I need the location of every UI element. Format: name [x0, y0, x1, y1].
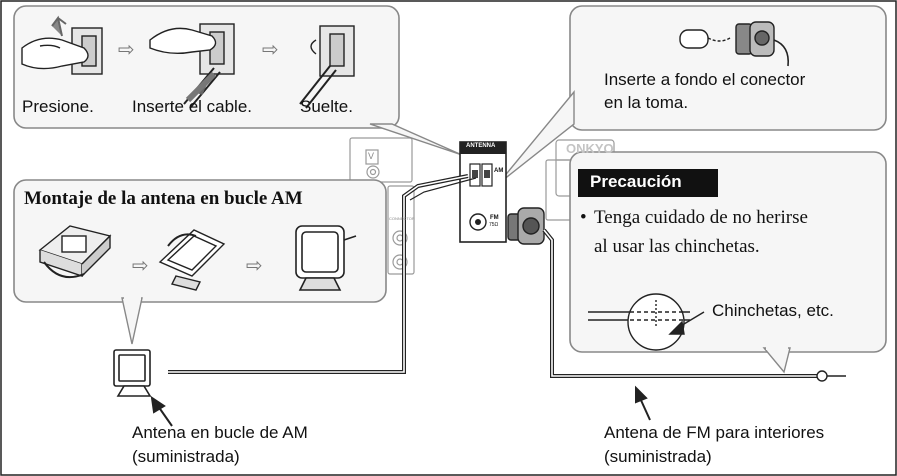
caution-bullet: •	[580, 207, 587, 228]
pushpin-callout: Chinchetas, etc.	[712, 301, 834, 320]
connector-pointer	[497, 90, 575, 185]
caption-arrows	[150, 385, 651, 427]
caution-header-bg	[578, 169, 718, 197]
step-arrow-icon: ⇨	[246, 255, 263, 277]
caution-text-line1: Tenga cuidado de no herirse	[594, 207, 808, 228]
side-label-v: V	[368, 151, 375, 161]
am-terminal-label: AM	[494, 168, 504, 174]
pushpin-illustration	[588, 293, 705, 351]
press-lever-illustration	[21, 15, 103, 75]
fm-plug-illustration	[679, 21, 790, 67]
connector-panel	[569, 5, 887, 131]
step-label-release: Suelte.	[300, 97, 353, 116]
fm-antenna-end	[816, 370, 828, 382]
am-assembled-illustration	[295, 225, 357, 291]
am-fold-illustration	[158, 229, 226, 291]
connector-instruction-line1: Inserte a fondo el conector	[604, 70, 806, 89]
fm-plug-connected	[507, 207, 545, 245]
am-caption-line1: Antena en bucle de AM	[132, 423, 308, 442]
am-assembly-title: Montaje de la antena en bucle AM	[24, 188, 303, 209]
fm-impedance-label: 75Ω	[489, 222, 499, 228]
step-label-insert: Inserte el cable.	[132, 97, 253, 116]
fm-terminal-label: FM	[490, 215, 499, 221]
side-label-connector: CONNECTOR	[389, 216, 415, 221]
insert-cable-illustration	[149, 23, 235, 109]
am-stand-illustration	[38, 225, 112, 278]
step-arrow-icon: ⇨	[132, 255, 149, 277]
am-loop-antenna-illustration	[113, 349, 152, 397]
caution-text-line2: al usar las chinchetas.	[594, 236, 760, 257]
fm-caption-line2: (suministrada)	[604, 447, 712, 466]
antenna-terminal-block	[459, 141, 507, 243]
step-arrow-icon: ⇨	[262, 39, 279, 61]
step-label-press: Presione.	[22, 97, 94, 116]
connector-instruction-line2: en la toma.	[604, 93, 689, 112]
wiring-pointer	[369, 123, 463, 156]
release-lever-illustration	[299, 25, 355, 109]
step-arrow-icon: ⇨	[118, 39, 135, 61]
antenna-header-label: ANTENNA	[466, 143, 496, 149]
brand-logo-text: ONKYO	[566, 141, 614, 156]
caution-header: Precaución	[590, 172, 682, 191]
am-caption-line2: (suministrada)	[132, 447, 240, 466]
fm-caption-line1: Antena de FM para interiores	[604, 423, 825, 442]
